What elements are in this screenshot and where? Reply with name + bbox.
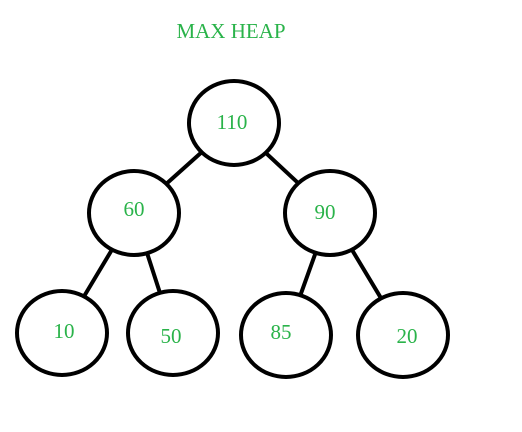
node-label: 85 — [271, 320, 292, 344]
tree-edges — [82, 150, 384, 301]
edge-90-20 — [349, 247, 384, 301]
node-label: 20 — [397, 324, 418, 348]
edge-60-50 — [145, 251, 162, 295]
edge-110-90 — [263, 150, 301, 186]
node-circle — [356, 291, 450, 379]
node-circle — [126, 289, 220, 377]
node-label: 60 — [124, 197, 145, 221]
node-label: 10 — [54, 319, 75, 343]
node-label: 90 — [315, 200, 336, 224]
node-circle — [15, 289, 109, 377]
node-circle — [87, 169, 181, 257]
tree-nodes: 110 60 90 10 50 85 20 — [15, 79, 450, 379]
heap-node-110: 110 — [187, 79, 281, 167]
edge-90-85 — [298, 250, 318, 298]
node-circle — [239, 291, 333, 379]
heap-node-50: 50 — [126, 289, 220, 377]
edge-60-10 — [82, 247, 114, 299]
diagram-title: MAX HEAP — [176, 19, 285, 43]
node-circle — [283, 169, 377, 257]
node-label: 50 — [161, 324, 182, 348]
heap-node-85: 85 — [239, 291, 333, 379]
node-label: 110 — [217, 110, 248, 134]
heap-node-60: 60 — [87, 169, 181, 257]
heap-node-90: 90 — [283, 169, 377, 257]
heap-node-20: 20 — [356, 291, 450, 379]
node-circle — [187, 79, 281, 167]
heap-node-10: 10 — [15, 289, 109, 377]
edge-110-60 — [164, 150, 204, 186]
